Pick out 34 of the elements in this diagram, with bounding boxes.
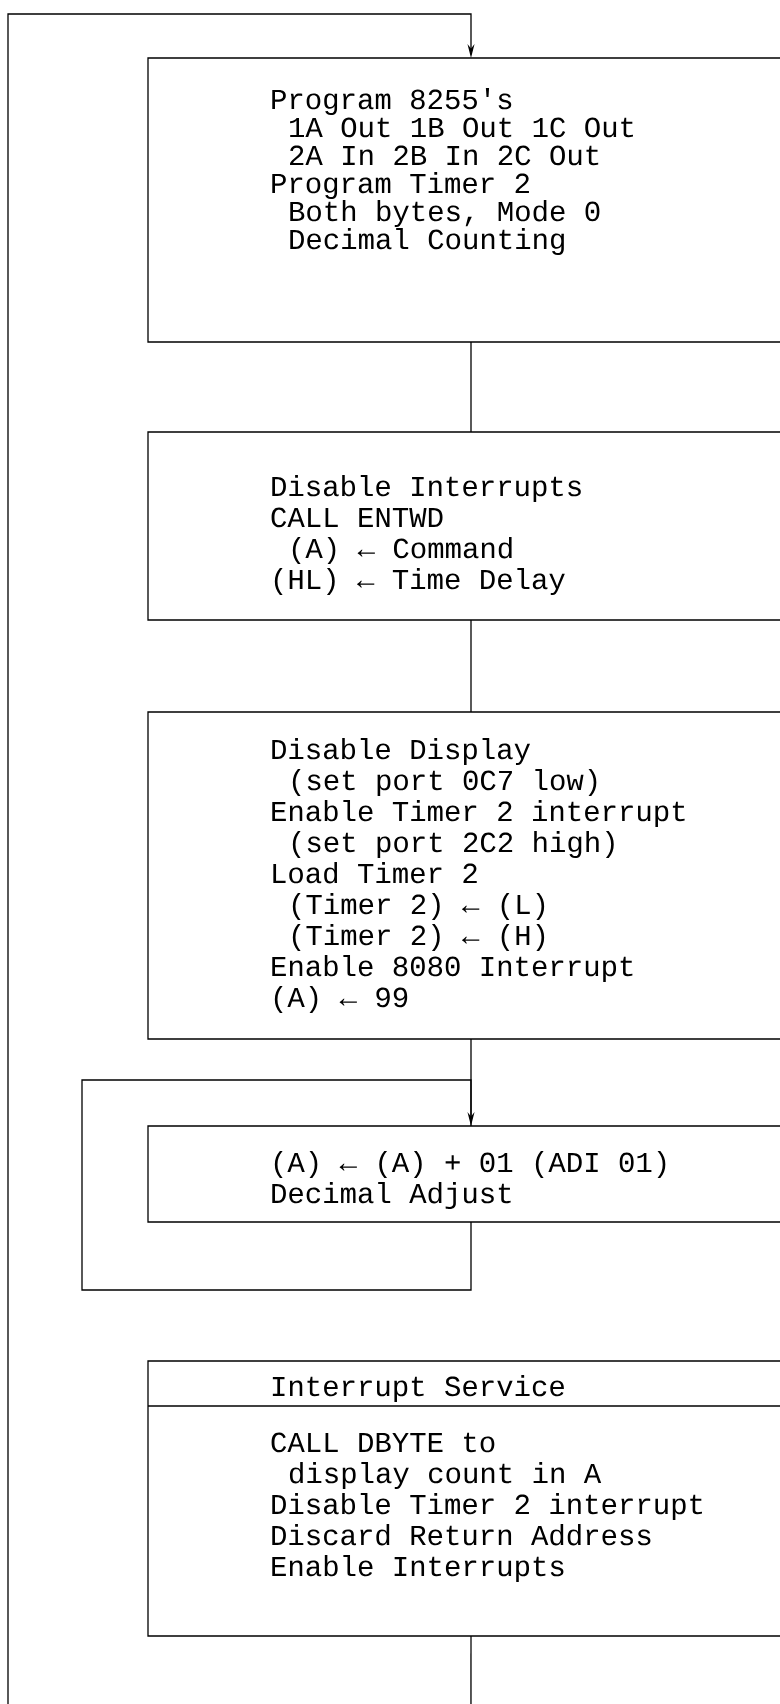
text-line: (A) ← (A) + 01 (ADI 01)	[274, 1151, 666, 1179]
text-line: Program 8255's	[272, 88, 512, 116]
text-line: 2A In 2B In 2C Out	[290, 145, 599, 166]
process-box	[147, 431, 780, 621]
process-box	[147, 711, 780, 1040]
text-line: CALL ENTWD	[271, 507, 443, 528]
text-line: CALL DBYTE to	[271, 1432, 495, 1453]
text-line: (A) ← Command	[292, 537, 512, 565]
text-line: Load Timer 2	[273, 862, 477, 884]
text-line: Interrupt Service	[272, 1375, 564, 1403]
text-line: Disable Display	[272, 738, 531, 766]
text-line: Decimal Counting	[290, 228, 564, 256]
text-line: Program Timer 2	[272, 172, 529, 200]
text-line: 1A Out 1B Out 1C Out	[290, 117, 633, 138]
text-line: Disable Timer 2 interrupt	[272, 1493, 702, 1521]
text-line: (set port 2C2 high)	[292, 831, 614, 859]
text-line: Both bytes, Mode 0	[290, 200, 600, 228]
text-line: Decimal Adjust	[272, 1182, 511, 1210]
process-box	[147, 1360, 780, 1637]
text-line: (Timer 2) ← (H)	[292, 924, 545, 952]
text-line: Enable Interrupts	[272, 1555, 564, 1583]
process-box	[147, 1125, 780, 1223]
text-line: (Timer 2) ← (L)	[292, 893, 545, 921]
arrow	[81, 1079, 475, 1291]
text-line: Discard Return Address	[272, 1524, 651, 1546]
arrow	[7, 13, 475, 1704]
text-line: display count in A	[289, 1462, 602, 1490]
text-line: Enable 8080 Interrupt	[272, 955, 633, 983]
text-line: Enable Timer 2 interrupt	[272, 800, 685, 828]
process-box	[147, 57, 780, 343]
text-line: (HL) ← Time Delay	[274, 568, 565, 596]
text-line: (set port 0C7 low)	[292, 769, 597, 797]
text-line: Disable Interrupts	[272, 475, 581, 503]
text-line: (A) ← 99	[274, 986, 408, 1014]
